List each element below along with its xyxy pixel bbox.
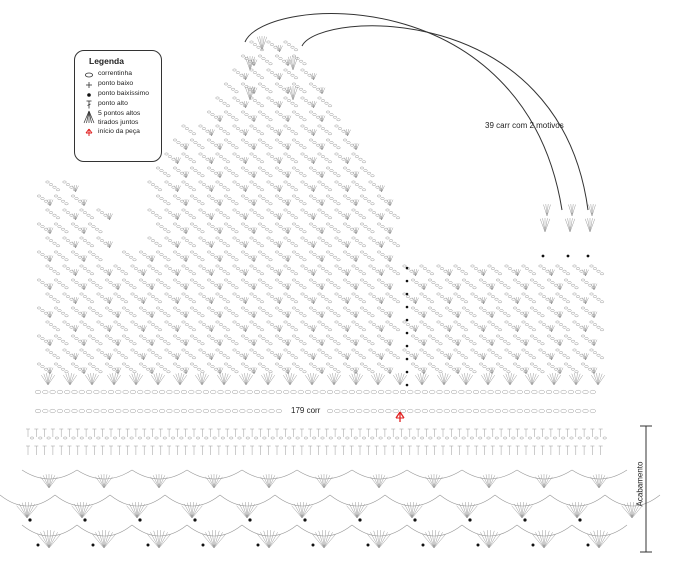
legend-label: 5 pontos altos tirados juntos [98,110,141,126]
chain-oval-icon [83,70,95,79]
start-arrow-icon [395,411,405,422]
legend-label: início da peça [98,128,140,135]
stitch-pattern [0,36,661,549]
single-crochet-cross-icon [83,80,95,89]
start-arrow-icon [83,128,95,137]
legend-label: ponto alto [98,100,128,107]
legend-item-start: início da peça [83,128,161,137]
foundation-chain-label: 179 corr [289,406,323,415]
finishing-bracket [640,425,652,553]
legend-item-slip-stitch: ponto baixíssimo [83,90,161,99]
legend-item-chain: correntinha [83,70,161,79]
legend-item-single-crochet: ponto baixo [83,80,161,89]
legend-label: correntinha [98,70,133,77]
strap-note-label: 39 carr com 2 motivos [485,121,564,130]
legend-item-cluster: 5 pontos altos tirados juntos [83,110,161,127]
finishing-label: Acabamento [635,461,645,507]
legend-label: ponto baixíssimo [98,90,150,97]
legend-item-double-crochet: ponto alto [83,100,161,109]
slip-stitch-dot-icon [83,90,95,99]
cluster-5dc-icon [83,110,95,124]
legend-box: Legenda correntinha ponto baixo ponto ba… [74,50,162,162]
legend-label: ponto baixo [98,80,134,87]
legend-title: Legenda [89,56,124,66]
strap-arcs [244,13,589,211]
double-crochet-t-icon [83,100,95,109]
